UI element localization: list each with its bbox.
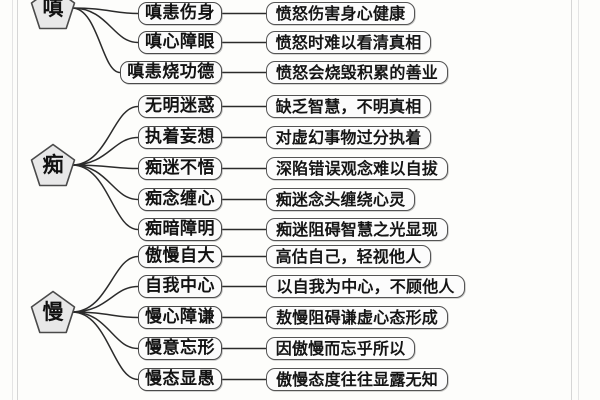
branch-node[interactable]: 执着妄想 [138,126,222,149]
description-node[interactable]: 傲慢态度往往显露无知 [266,368,448,391]
branch-node-label: 慢态显愚 [145,369,215,389]
page-rule-left-inner [17,0,18,400]
connector-curve [71,136,139,166]
description-node[interactable]: 痴迷阻碍智慧之光显现 [266,218,448,241]
connector-curve [71,285,139,313]
description-node[interactable]: 痴迷念头缠绕心灵 [266,188,415,211]
root-label-chi: 痴 [42,152,64,177]
branch-node[interactable]: 无明迷惑 [138,95,222,118]
connector-curve [71,164,139,170]
root-node-man[interactable]: 慢 [30,290,76,334]
branch-node[interactable]: 慢态显愚 [138,368,222,391]
description-node[interactable]: 敖慢阻碍谦虚心态形成 [266,306,448,329]
connector-curve [71,105,139,166]
page-rule-right-inner [571,0,572,400]
branch-node-label: 痴暗障明 [145,219,215,239]
page-rule-left-outer [12,0,13,400]
description-node-label: 痴迷阻碍智慧之光显现 [275,219,438,239]
pentagon-icon [30,290,76,334]
pentagon-icon [30,0,76,30]
connector-curve [71,7,139,44]
connector-curve [71,164,139,201]
connector-curve [71,7,121,74]
description-node[interactable]: 缺乏智慧，不明真相 [266,95,431,118]
description-node-label: 敖慢阻碍谦虚心态形成 [275,307,438,327]
pentagon-icon [30,143,76,187]
description-node[interactable]: 高估自己，轻视他人 [266,245,431,268]
branch-node[interactable]: 嗔心障眼 [138,31,222,54]
description-node[interactable]: 因傲慢而忘乎所以 [266,337,415,360]
description-node-label: 愤怒会烧毁积累的善业 [275,62,438,82]
branch-node-label: 傲慢自大 [145,246,215,266]
description-node-label: 傲慢态度往往显露无知 [275,369,438,389]
connector-curve [71,311,139,381]
description-node[interactable]: 愤怒时难以看清真相 [266,31,431,54]
branch-node[interactable]: 慢意忘形 [138,337,222,360]
root-label-man: 慢 [42,299,64,324]
branch-node-label: 痴迷不悟 [145,158,215,178]
branch-node[interactable]: 傲慢自大 [138,245,222,268]
branch-node[interactable]: 痴迷不悟 [138,157,222,180]
branch-node-label: 无明迷惑 [145,96,215,116]
branch-node[interactable]: 嗔恚伤身 [138,2,222,25]
branch-node-label: 嗔恚伤身 [145,3,215,23]
connector-curve [71,164,139,231]
description-node[interactable]: 愤怒伤害身心健康 [266,2,415,25]
root-node-chi[interactable]: 痴 [30,143,76,187]
branch-node[interactable]: 慢心障谦 [138,306,222,329]
description-node-label: 对虚幻事物过分执着 [275,127,422,147]
connector-curve [71,311,139,350]
description-node-label: 愤怒时难以看清真相 [275,32,422,52]
branch-node[interactable]: 自我中心 [138,275,222,298]
description-node-label: 以自我为中心，不顾他人 [276,276,455,296]
branch-node-label: 慢心障谦 [145,307,215,327]
branch-node-label: 执着妄想 [145,127,215,147]
root-node-chen[interactable]: 嗔 [30,0,76,30]
description-node[interactable]: 对虚幻事物过分执着 [266,126,431,149]
description-node-label: 痴迷念头缠绕心灵 [275,189,406,209]
description-node-label: 因傲慢而忘乎所以 [275,338,406,358]
branch-node-label: 嗔心障眼 [145,32,215,52]
description-node-label: 高估自己，轻视他人 [275,246,422,266]
page-rule-right-outer [578,0,579,400]
connector-curve [71,7,139,15]
branch-node[interactable]: 痴暗障明 [138,218,222,241]
description-node[interactable]: 以自我为中心，不顾他人 [266,275,465,298]
connector-curve [71,255,139,313]
branch-node-label: 嗔恚烧功德 [127,62,215,82]
description-node[interactable]: 愤怒会烧毁积累的善业 [266,61,448,84]
description-node[interactable]: 深陷错误观念难以自拔 [266,157,448,180]
connector-curve [71,311,139,319]
branch-node-label: 痴念缠心 [145,189,215,209]
branch-node[interactable]: 痴念缠心 [138,188,222,211]
branch-node[interactable]: 嗔恚烧功德 [120,61,222,84]
root-label-chen: 嗔 [42,0,64,20]
branch-node-label: 慢意忘形 [145,338,215,358]
description-node-label: 缺乏智慧，不明真相 [275,96,422,116]
branch-node-label: 自我中心 [145,276,215,296]
description-node-label: 愤怒伤害身心健康 [275,3,406,23]
description-node-label: 深陷错误观念难以自拔 [275,158,438,178]
